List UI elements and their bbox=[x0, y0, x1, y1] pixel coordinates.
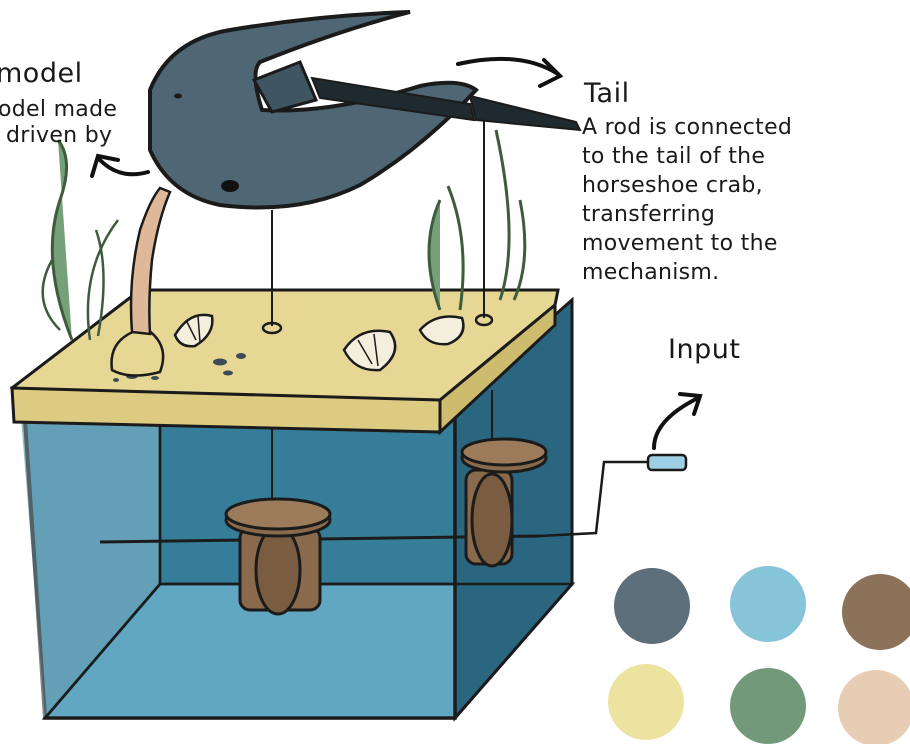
right-cam-assembly bbox=[460, 437, 548, 568]
crab-body bbox=[148, 10, 479, 210]
seaweed-left bbox=[41, 139, 119, 341]
palette-swatch-brown bbox=[842, 574, 910, 650]
model-description-line-1: odel made bbox=[0, 97, 118, 122]
tube-worm bbox=[110, 186, 172, 377]
mechanism bbox=[99, 390, 688, 616]
palette-swatch-sky-blue bbox=[730, 566, 806, 642]
arrow-input bbox=[652, 396, 700, 450]
crab-tail bbox=[468, 94, 582, 132]
tail-title: Tail bbox=[584, 78, 630, 109]
palette-swatch-sage-green bbox=[730, 668, 806, 744]
annotation-arrows bbox=[90, 56, 703, 450]
crab-mark bbox=[174, 93, 182, 99]
palette-swatch-sand-yellow bbox=[608, 664, 684, 740]
tail-description-line-1: A rod is connected bbox=[582, 115, 793, 140]
shell-right bbox=[418, 315, 465, 346]
crab-tail-arm bbox=[310, 76, 476, 122]
palette-swatch-slate-blue bbox=[614, 568, 690, 644]
crab-window bbox=[251, 60, 319, 114]
arrow-tail bbox=[456, 56, 560, 76]
crab-eye bbox=[221, 180, 239, 192]
palette-swatch-peach bbox=[838, 670, 910, 744]
sand-right-edge bbox=[438, 301, 557, 436]
color-palette bbox=[608, 566, 910, 744]
input-title: Input bbox=[668, 334, 741, 365]
left-cam-assembly bbox=[224, 497, 332, 616]
model-description-line-2: driven by bbox=[6, 123, 113, 148]
shell-left bbox=[173, 313, 214, 348]
seaweed-right bbox=[427, 129, 527, 311]
arrow-model bbox=[98, 158, 150, 177]
tail-description-line-4: transferring bbox=[582, 202, 716, 227]
tail-description-line-3: horseshoe crab, bbox=[582, 173, 763, 198]
tail-description-line-5: movement to the bbox=[582, 231, 778, 256]
tail-description-line-2: to the tail of the bbox=[582, 144, 766, 169]
tail-description-line-6: mechanism. bbox=[582, 260, 720, 285]
shell-middle bbox=[342, 329, 397, 372]
crank-handle bbox=[646, 453, 688, 472]
crank-wire bbox=[539, 460, 650, 538]
model-title: model bbox=[0, 58, 83, 89]
horseshoe-crab bbox=[148, 10, 582, 210]
